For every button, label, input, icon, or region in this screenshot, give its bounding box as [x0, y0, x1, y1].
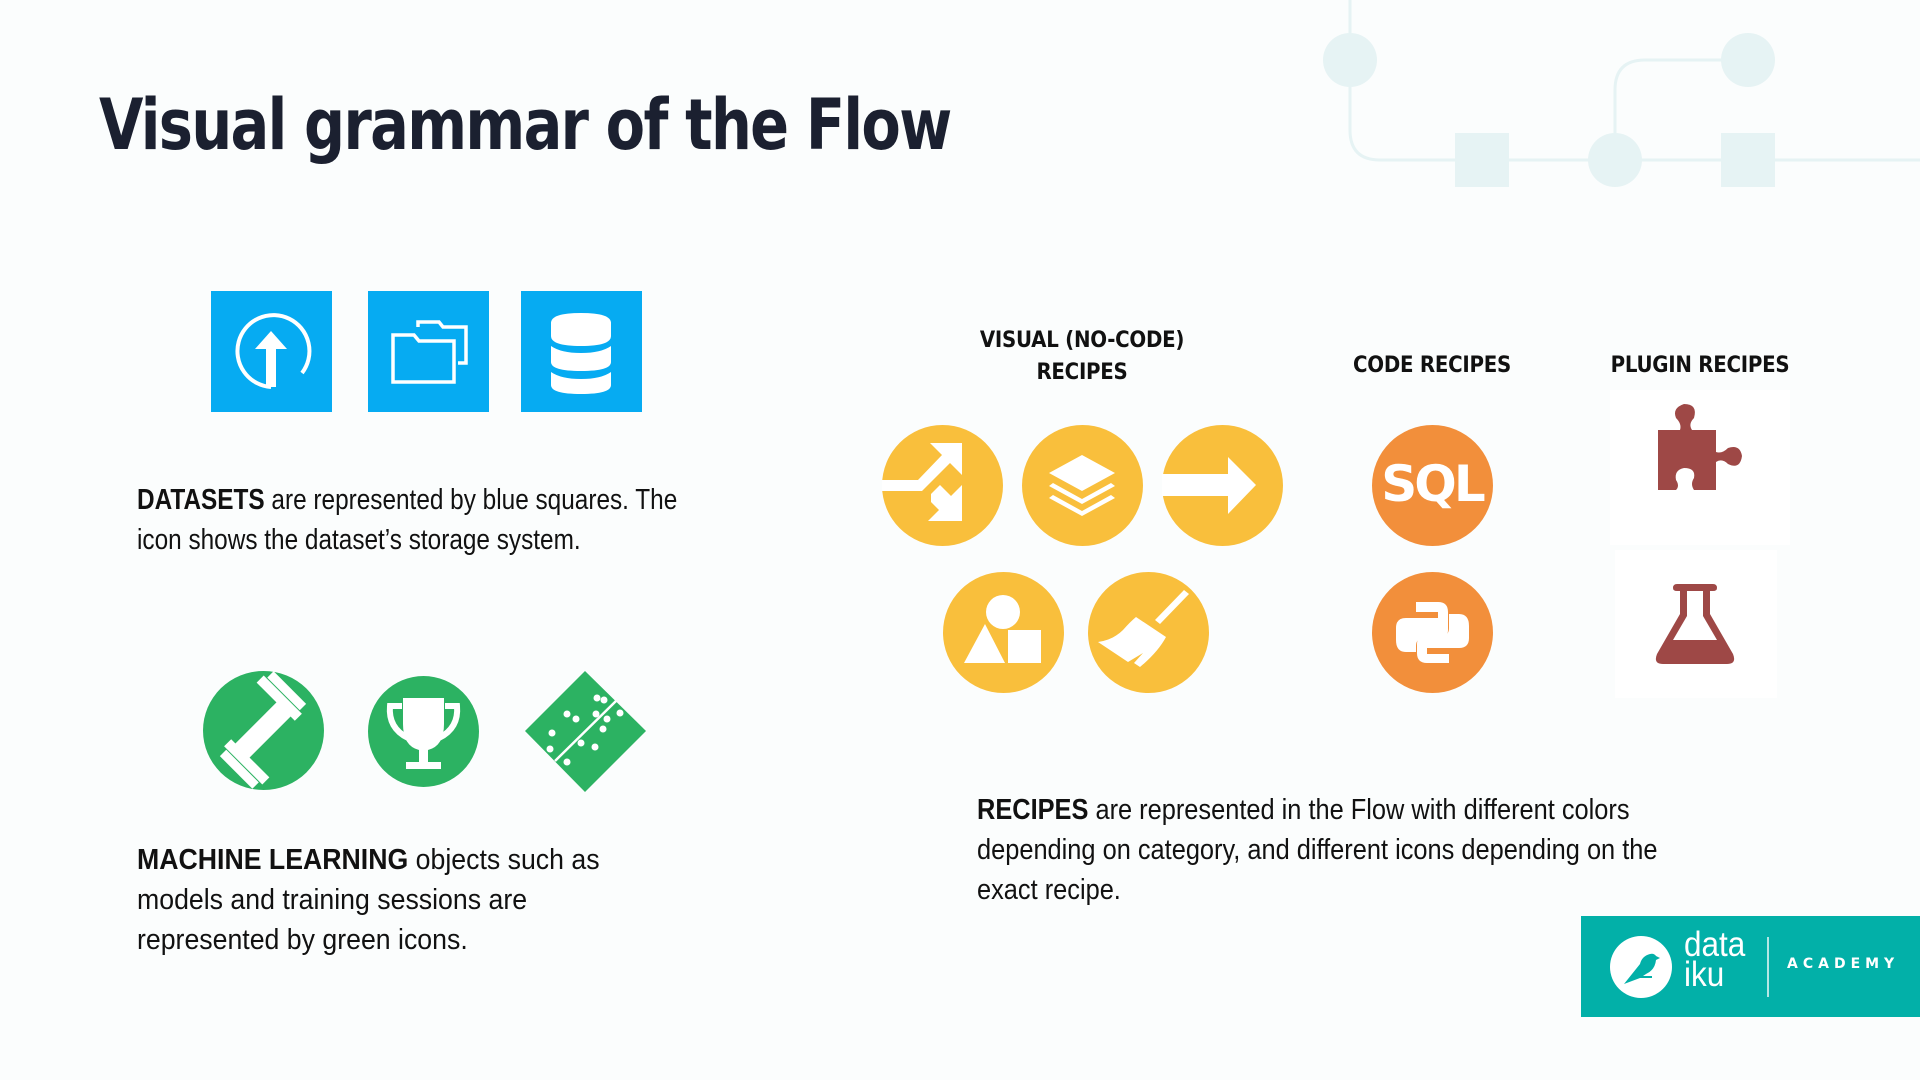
ml-caption-line1: objects such as: [408, 844, 600, 876]
datasets-caption-bold: DATASETS: [137, 484, 265, 516]
puzzle-icon: [1658, 404, 1742, 490]
ml-caption: MACHINE LEARNING objects such as models …: [137, 840, 640, 960]
folder-icon: [391, 320, 468, 384]
plugin-recipe-tile: [1610, 390, 1790, 545]
recipes-caption-line3: exact recipe.: [977, 874, 1121, 906]
plugin-recipe-tile-2: [1615, 550, 1777, 698]
datasets-caption-line1: are represented by blue squares. The: [264, 484, 678, 516]
ml-caption-line3: represented by green icons.: [137, 924, 468, 956]
visual-recipe-stack: [1022, 425, 1143, 546]
logo-academy-label: ACADEMY: [1787, 956, 1900, 972]
code-recipe-sql: SQL: [1372, 425, 1493, 546]
logo-word-iku: iku: [1684, 955, 1725, 994]
dataset-upload-tile: [211, 291, 332, 412]
code-recipe-python: [1372, 572, 1493, 693]
dataset-folder-tile: [368, 291, 489, 412]
upload-icon: [235, 313, 312, 389]
page-title: Visual grammar of the Flow: [99, 84, 952, 166]
visual-recipe-sync: [1162, 425, 1283, 546]
broom-icon: [1098, 590, 1189, 667]
visual-recipe-split: [882, 425, 1003, 546]
code-recipes-header: CODE RECIPES: [1353, 353, 1511, 378]
recipes-caption: RECIPES are represented in the Flow with…: [977, 790, 1755, 910]
visual-recipe-prepare: [943, 572, 1064, 693]
plugin-recipes-header: PLUGIN RECIPES: [1610, 353, 1790, 378]
ml-saved-model-diamond: [525, 671, 646, 792]
recipes-caption-bold: RECIPES: [977, 794, 1089, 826]
ml-model-circle: [203, 671, 324, 790]
sync-arrow-icon: [1162, 457, 1256, 514]
datasets-caption-line2: icon shows the dataset’s storage system.: [137, 524, 581, 556]
ml-caption-line2: models and training sessions are: [137, 884, 528, 916]
dataiku-academy-logo: data iku ACADEMY: [1581, 916, 1920, 1017]
sql-icon: SQL: [1381, 455, 1488, 513]
ml-caption-bold: MACHINE LEARNING: [137, 844, 409, 876]
stack-icon: [1049, 455, 1115, 516]
flask-icon: [1655, 584, 1735, 664]
visual-recipes-header-line1: VISUAL (NO-CODE): [979, 328, 1185, 353]
sql-label: SQL: [1381, 455, 1485, 513]
recipes-caption-line1: are represented in the Flow with differe…: [1088, 794, 1630, 826]
recipes-caption-line2: depending on category, and different ico…: [977, 834, 1658, 866]
shapes-icon: [964, 595, 1041, 663]
visual-recipes-header-line2: RECIPES: [1036, 360, 1128, 385]
database-icon: [551, 313, 611, 394]
datasets-caption: DATASETS are represented by blue squares…: [137, 480, 780, 560]
dumbbell-icon: [219, 671, 307, 789]
logo-divider: [1767, 937, 1769, 997]
logo-word-data: data: [1684, 925, 1746, 964]
domino-icon: [525, 671, 646, 792]
visual-recipe-clean: [1088, 572, 1209, 693]
dataset-database-tile: [521, 291, 642, 412]
python-icon: [1396, 602, 1469, 663]
visual-recipes-header: VISUAL (NO-CODE) RECIPES: [956, 325, 1208, 389]
trophy-icon: [386, 698, 461, 769]
split-icon: [882, 443, 962, 521]
dataiku-bird-icon: [1610, 936, 1672, 998]
ml-trophy-circle: [368, 676, 479, 787]
